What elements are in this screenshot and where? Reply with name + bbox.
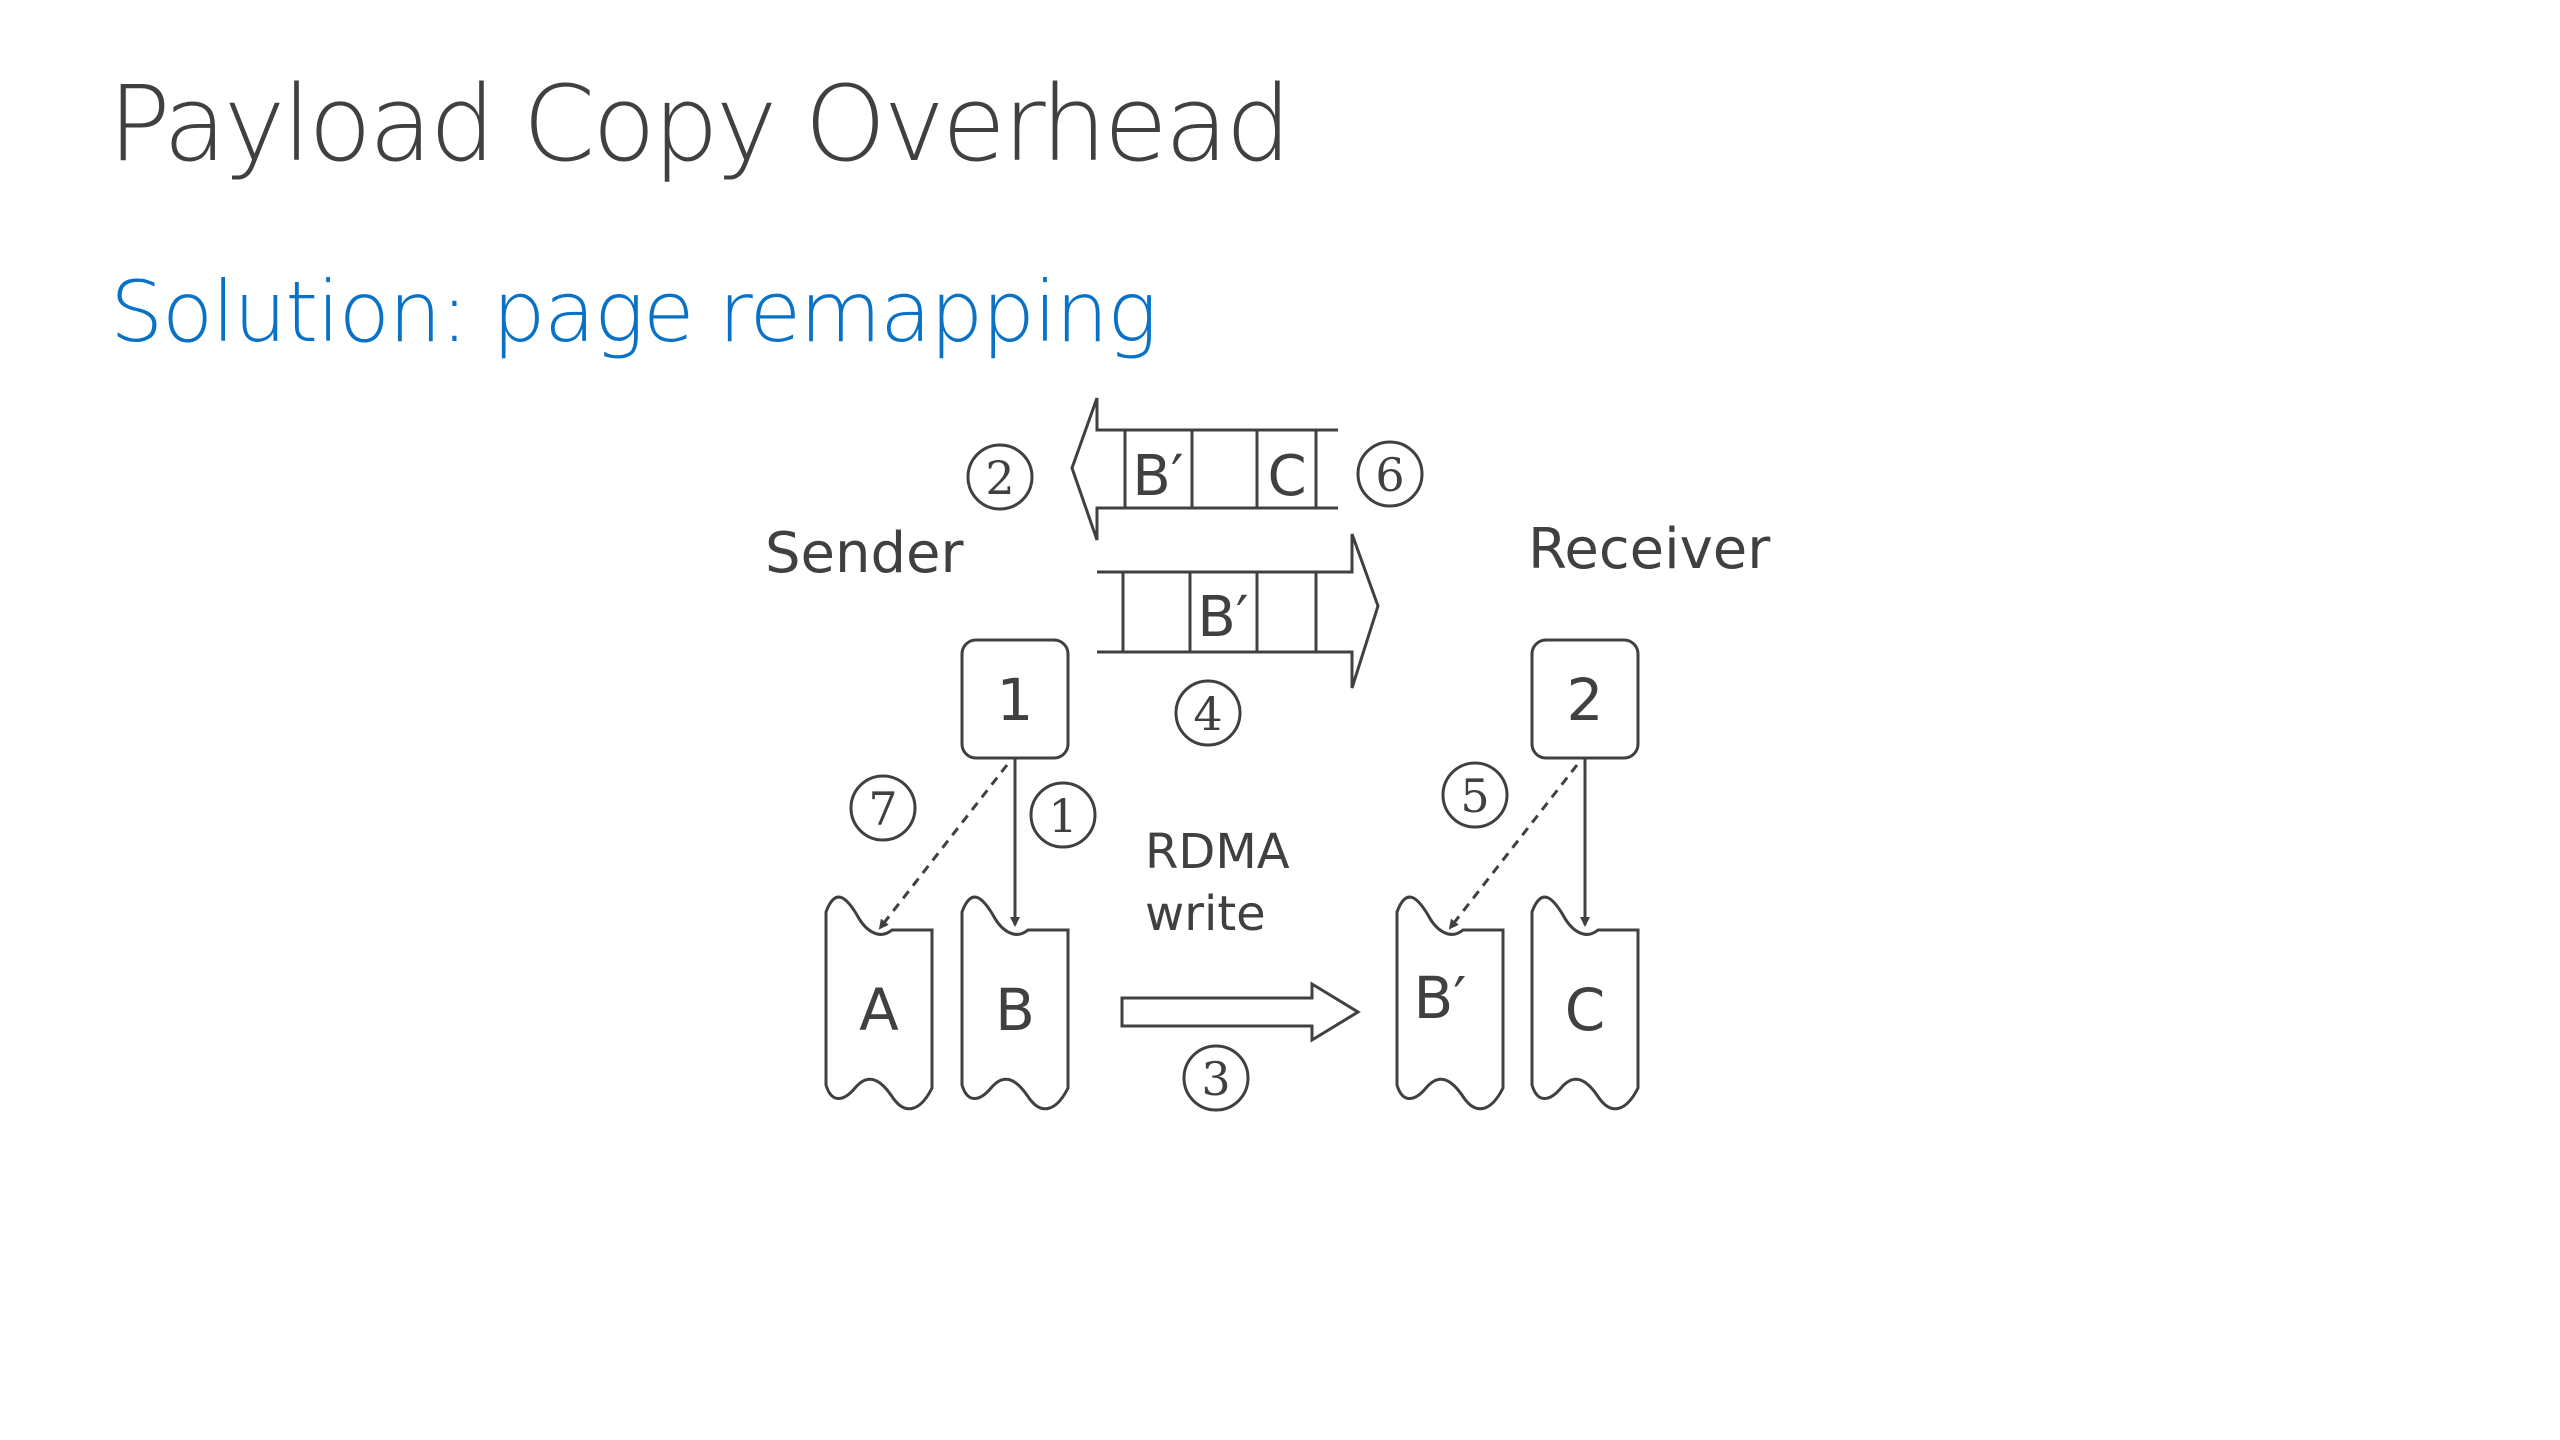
- svg-text:2: 2: [985, 451, 1014, 505]
- rdma-write-arrow: [1120, 981, 1361, 1043]
- slide-title: Payload Copy Overhead: [108, 63, 1291, 185]
- receiver-buffer-b-prime: [1395, 895, 1505, 1111]
- sender-buffer-b: [960, 895, 1070, 1111]
- sender-buffer-b-label: B: [995, 976, 1035, 1044]
- receiver-buffer-c-label: C: [1565, 976, 1606, 1044]
- sender-node-label: 1: [997, 666, 1034, 734]
- step-7-marker: 7: [849, 774, 917, 842]
- svg-text:7: 7: [868, 782, 897, 836]
- slide-subtitle: Solution: page remapping: [110, 263, 1158, 361]
- receiver-node-label: 2: [1567, 666, 1604, 734]
- top-queue-arrow-outline: [1070, 397, 1338, 541]
- step-2-marker: 2: [966, 443, 1034, 511]
- receiver-buffer-c: [1530, 895, 1640, 1111]
- top-queue-cell: C: [1267, 444, 1306, 509]
- sender-buffer-a-label: A: [859, 976, 899, 1044]
- top-queue: [1070, 397, 1338, 541]
- step-1-marker: 1: [1029, 781, 1097, 849]
- step-4-marker: 4: [1174, 679, 1242, 747]
- step-6-marker: 6: [1356, 440, 1424, 508]
- bottom-queue: [1097, 533, 1380, 689]
- svg-text:3: 3: [1201, 1052, 1230, 1106]
- svg-text:4: 4: [1193, 687, 1222, 741]
- svg-text:5: 5: [1460, 769, 1489, 823]
- sender-dashed-arrow: [878, 764, 1009, 930]
- rdma-label-line1: RDMA: [1145, 824, 1290, 880]
- bottom-queue-cell: B′: [1197, 585, 1248, 650]
- svg-text:1: 1: [1048, 789, 1077, 843]
- receiver-buffer-b-prime-label: B′: [1414, 964, 1467, 1032]
- receiver-dashed-arrow: [1448, 764, 1579, 930]
- bottom-queue-arrow-outline: [1097, 533, 1380, 689]
- step-5-marker: 5: [1441, 761, 1509, 829]
- sender-buffer-a: [824, 895, 934, 1111]
- sender-label: Sender: [765, 521, 964, 586]
- top-queue-cell: B′: [1132, 444, 1183, 509]
- receiver-label: Receiver: [1528, 517, 1771, 582]
- step-3-marker: 3: [1182, 1044, 1250, 1112]
- rdma-label-line2: write: [1145, 886, 1266, 942]
- svg-text:6: 6: [1375, 448, 1404, 502]
